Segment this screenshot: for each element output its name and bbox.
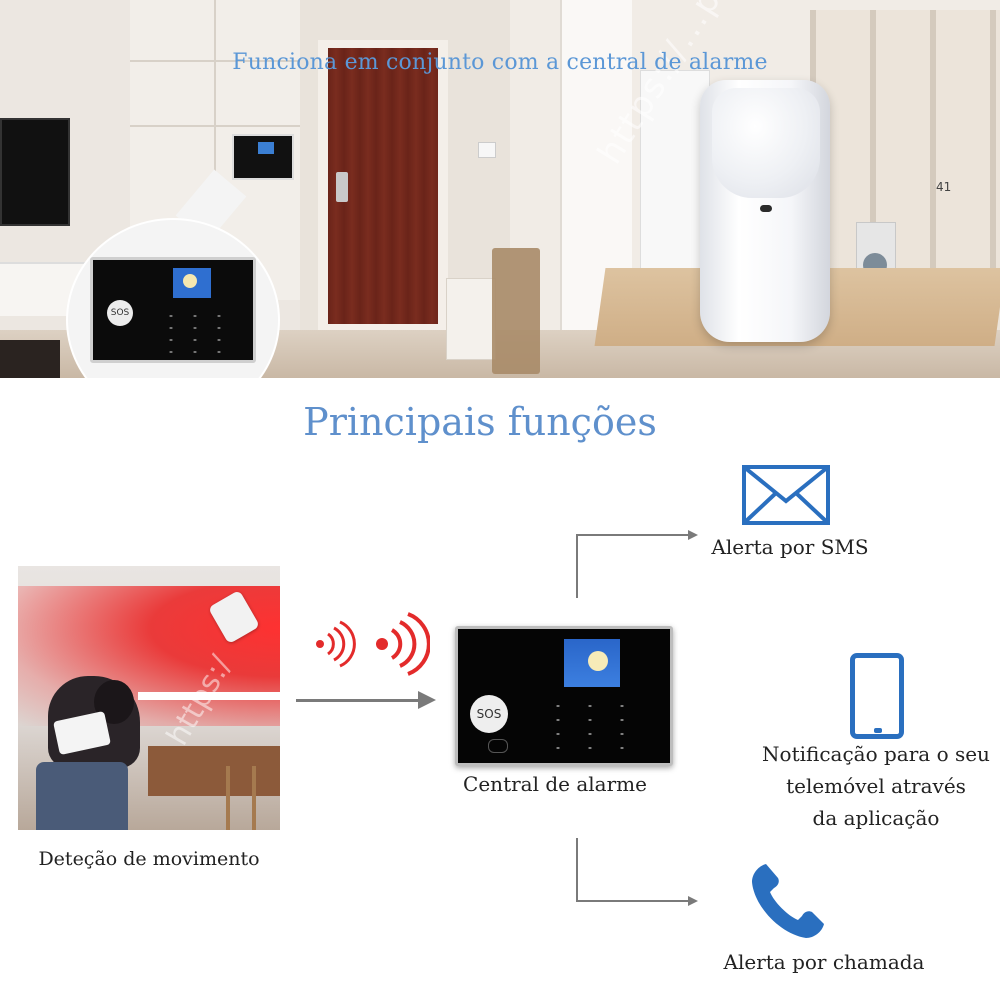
keypad-icon (542, 699, 652, 751)
sofa (148, 746, 280, 796)
wall-mounted-alarm-panel (232, 134, 294, 180)
rfid-card-icon (488, 739, 508, 753)
section-title: Principais funções (303, 400, 657, 444)
panel-screen (173, 268, 211, 298)
light-switch (478, 142, 496, 158)
central-alarm-panel: SOS (455, 626, 673, 766)
arrow-head-to-central (418, 691, 436, 709)
connector-down-horizontal (576, 900, 688, 902)
envelope-icon (742, 465, 830, 525)
motion-caption: Deteção de movimento (38, 848, 260, 870)
home-button-icon (874, 728, 882, 733)
pir-lens (712, 88, 820, 198)
television (0, 118, 70, 226)
moon-icon (588, 651, 608, 671)
floor-shadow (0, 340, 60, 378)
motion-detection-image: https:/ (18, 566, 280, 830)
wall-number: 41 (936, 180, 952, 194)
hero-photo: 41 SOS https://...pt/home/ Funciona em c… (0, 0, 1000, 378)
magnified-alarm-panel: SOS (90, 257, 256, 363)
chair (226, 766, 256, 830)
arrow-head-to-call (688, 896, 698, 906)
call-caption: Alerta por chamada (723, 950, 925, 974)
sos-button-icon: SOS (470, 695, 508, 733)
door-handle (336, 172, 348, 202)
connector-up-horizontal (576, 534, 688, 536)
panel-caption: Central de alarme (463, 772, 647, 796)
fridge (640, 70, 710, 272)
connector-down-vertical (576, 838, 578, 902)
phone-handset-icon (752, 864, 824, 938)
pir-led-indicator (760, 205, 772, 212)
sos-button-icon: SOS (107, 300, 133, 326)
intruder-legs (36, 762, 128, 830)
smartphone-icon (850, 653, 904, 739)
arrow-head-to-sms (688, 530, 698, 540)
hero-title: Funciona em conjunto com a central de al… (232, 50, 768, 75)
notification-caption-line2: telemóvel através (786, 774, 966, 798)
connector-up-vertical (576, 534, 578, 598)
wall-shelf (138, 692, 280, 700)
keypad-icon (159, 310, 239, 354)
notification-caption-line1: Notificação para o seu (762, 742, 990, 766)
sms-caption: Alerta por SMS (711, 535, 869, 559)
arrow-line-to-central (296, 699, 420, 702)
notification-caption: Notificação para o seu telemóvel através… (752, 738, 1000, 834)
white-chair (446, 278, 496, 360)
wooden-chair (492, 248, 540, 374)
notification-caption-line3: da aplicação (812, 806, 940, 830)
